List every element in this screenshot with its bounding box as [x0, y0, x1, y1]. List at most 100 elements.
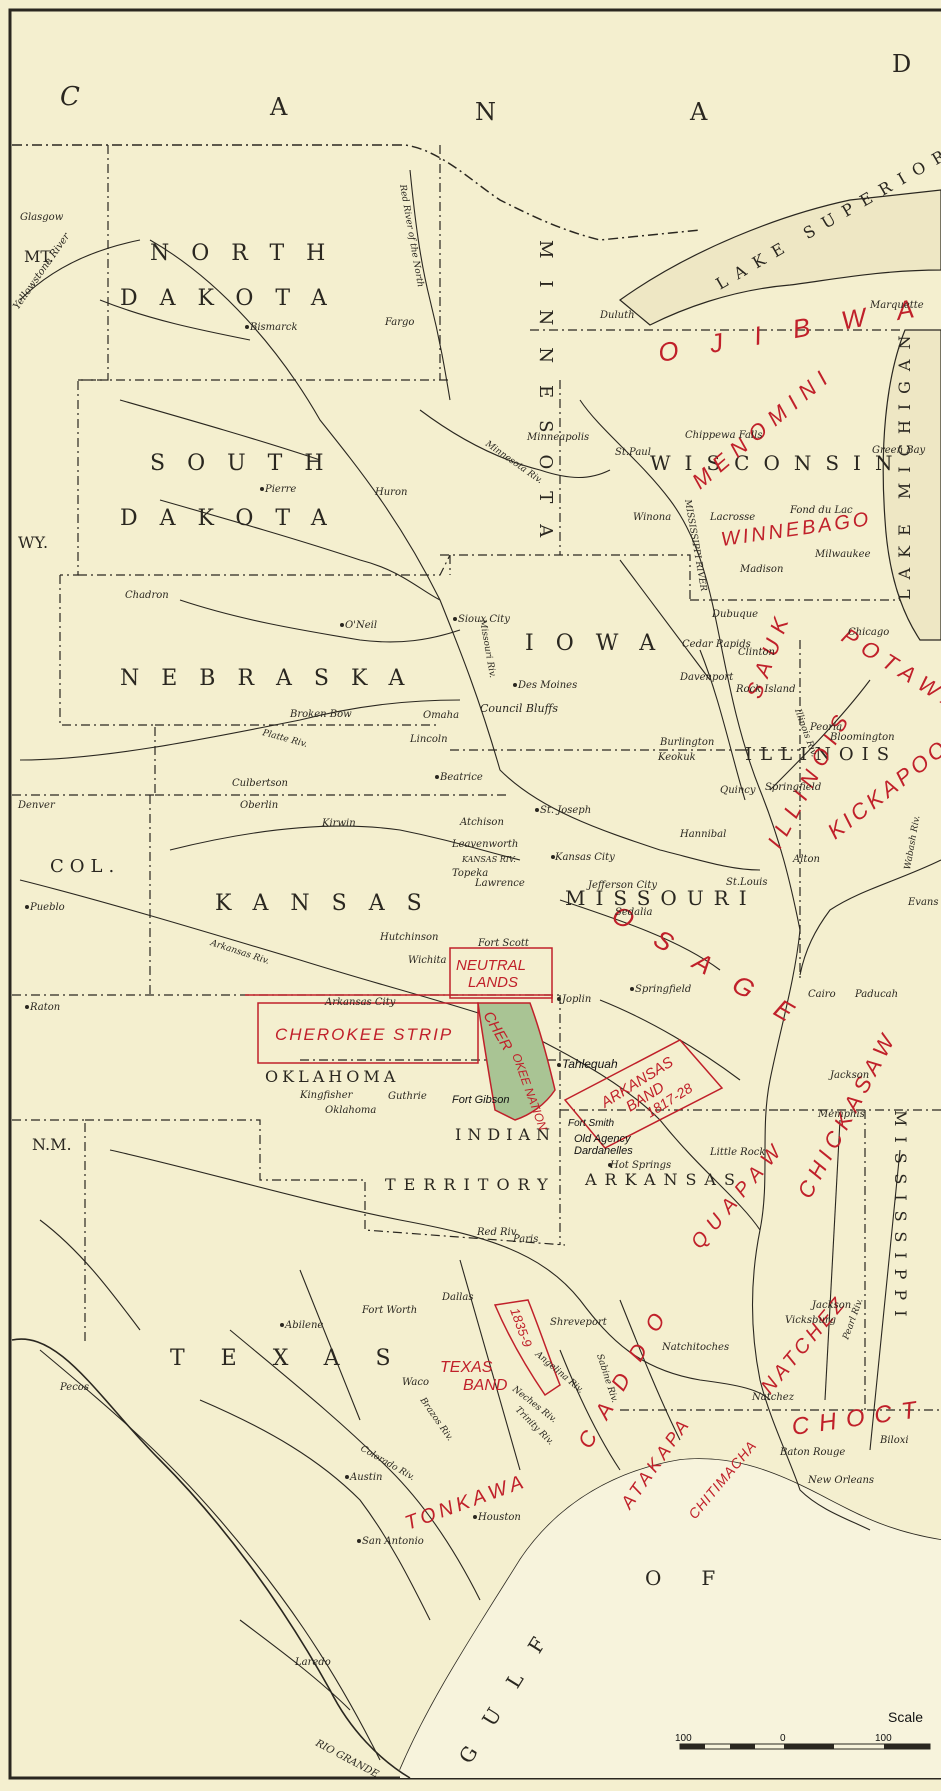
place-green-bay: Green Bay	[872, 445, 926, 456]
indian-label: INDIAN	[455, 1125, 556, 1144]
place-st-paul: St.Paul	[615, 447, 651, 458]
place-pecos: Pecos	[59, 1382, 89, 1393]
place-des-moines: Des Moines	[517, 680, 577, 691]
place-jackson-tn: Jackson	[828, 1070, 869, 1081]
place-quincy: Quincy	[720, 785, 756, 796]
place-council-bluffs: Council Bluffs	[480, 702, 558, 715]
place-tahlequah: Tahlequah	[562, 1057, 618, 1071]
north-dakota-dakota: DAKOTA	[120, 286, 349, 311]
place-laredo: Laredo	[294, 1657, 331, 1668]
platte-river	[19, 699, 461, 761]
place-baton-rouge: Baton Rouge	[779, 1447, 845, 1458]
canada-a2-label: A	[689, 98, 708, 126]
place-houston: Houston	[477, 1512, 521, 1523]
place-shreveport: Shreveport	[550, 1317, 608, 1328]
place-jackson-ms: Jackson	[810, 1300, 851, 1311]
place-joplin: Joplin	[560, 994, 591, 1005]
scale-label: Scale	[888, 1709, 923, 1725]
place-oberlin: Oberlin	[240, 800, 278, 811]
place-kirwin: Kirwin	[321, 818, 356, 829]
place-oklahoma-city: Oklahoma	[325, 1105, 376, 1116]
kansas-label: KANSAS	[215, 891, 444, 916]
texas-band-label-1: TEXAS	[440, 1359, 493, 1376]
texas-band-label-2: BAND	[463, 1377, 508, 1394]
of-label: OF	[645, 1566, 755, 1590]
place-denver: Denver	[17, 800, 56, 811]
place-rock-island: Rock Island	[735, 684, 795, 695]
place-pueblo: Pueblo	[29, 902, 65, 913]
place-bismarck: Bismarck	[249, 322, 298, 333]
red-river-north	[409, 169, 451, 401]
scale-mid: 0	[780, 1733, 786, 1744]
iowa-label: IOWA	[525, 631, 677, 656]
place-lacrosse: Lacrosse	[709, 512, 755, 523]
place-evansville: Evans	[907, 897, 938, 908]
place-fond-du-lac: Fond du Lac	[789, 505, 853, 516]
nebraska-label: NEBRASKA	[120, 666, 426, 691]
place-sioux-city: Sioux City	[458, 614, 510, 625]
place-hot-springs: Hot Springs	[609, 1160, 671, 1171]
place-marquette: Marquette	[869, 300, 924, 311]
place-paducah: Paducah	[854, 989, 898, 1000]
missouri-river	[149, 239, 761, 871]
place-alton: Alton	[792, 854, 820, 865]
city-dots	[25, 325, 634, 1543]
place-paris: Paris	[512, 1234, 538, 1245]
illinois-river	[769, 679, 871, 791]
place-little-rock: Little Rock	[709, 1147, 765, 1158]
place-st-joseph: St. Joseph	[540, 805, 591, 816]
canada-c-label: C	[60, 82, 80, 112]
place-burlington: Burlington	[659, 737, 714, 748]
wy-label: WY.	[18, 533, 48, 552]
missouri-label: MISSOURI	[565, 886, 757, 910]
wisconsin-label: WISCONSIN	[650, 451, 906, 475]
place-old-agency: Old Agency	[574, 1133, 632, 1145]
south-dakota-dakota: DAKOTA	[120, 506, 349, 531]
canada-d-label: D	[892, 50, 911, 78]
territory-label: TERRITORY	[385, 1175, 556, 1194]
red-river	[109, 1149, 771, 1401]
place-topeka: Topeka	[452, 868, 488, 879]
cherokee-strip-box	[257, 1002, 479, 1064]
south-dakota-south: SOUTH	[150, 451, 346, 476]
gulf-water	[400, 1459, 941, 1778]
lake-michigan-label: LAKE MICHIGAN	[895, 326, 914, 600]
arkansas-river	[19, 879, 761, 1231]
arkansas-state-label: ARKANSAS	[584, 1170, 743, 1189]
place-dallas: Dallas	[441, 1292, 473, 1303]
nm-label: N.M.	[32, 1135, 72, 1154]
place-vicksburg: Vicksburg	[785, 1315, 836, 1326]
place-new-orleans: New Orleans	[807, 1475, 874, 1486]
place-cedar-rapids: Cedar Rapids	[682, 639, 751, 650]
neutral-lands-box	[449, 947, 553, 999]
place-fort-smith: Fort Smith	[568, 1118, 615, 1129]
place-red-riv: Red Riv.	[476, 1227, 518, 1238]
place-chippewa-falls: Chippewa Falls	[685, 430, 762, 441]
place-madison: Madison	[739, 564, 783, 575]
cherokee-outlet-frame	[245, 994, 553, 1003]
place-fort-worth: Fort Worth	[361, 1305, 417, 1316]
brazos-river	[229, 1329, 481, 1601]
place-springfield-il: Springfield	[765, 782, 821, 793]
place-jefferson-city: Jefferson City	[586, 880, 657, 891]
place-lawrence: Lawrence	[474, 878, 525, 889]
minnesota-river	[419, 409, 611, 478]
illinois-label: ILLINOIS	[745, 744, 897, 765]
place-natchitoches: Natchitoches	[661, 1342, 729, 1353]
place-chicago: Chicago	[848, 627, 889, 638]
scale-right: 100	[875, 1733, 892, 1744]
texas-label: TEXAS	[170, 1346, 427, 1371]
historical-overlay	[245, 947, 724, 1397]
col-label: COL.	[50, 856, 120, 877]
north-dakota-north: NORTH	[150, 241, 347, 266]
place-waco: Waco	[402, 1377, 429, 1388]
ohio-river	[799, 859, 941, 976]
colorado-river	[199, 1399, 431, 1621]
place-biloxi: Biloxi	[879, 1435, 909, 1446]
cherokee-strip-label: CHEROKEE STRIP	[275, 1025, 453, 1044]
place-omaha: Omaha	[423, 710, 459, 721]
canada-n-label: N	[475, 98, 496, 126]
minnesota-label: MINNESOTA	[535, 240, 556, 559]
canada-a-label: A	[269, 93, 288, 121]
